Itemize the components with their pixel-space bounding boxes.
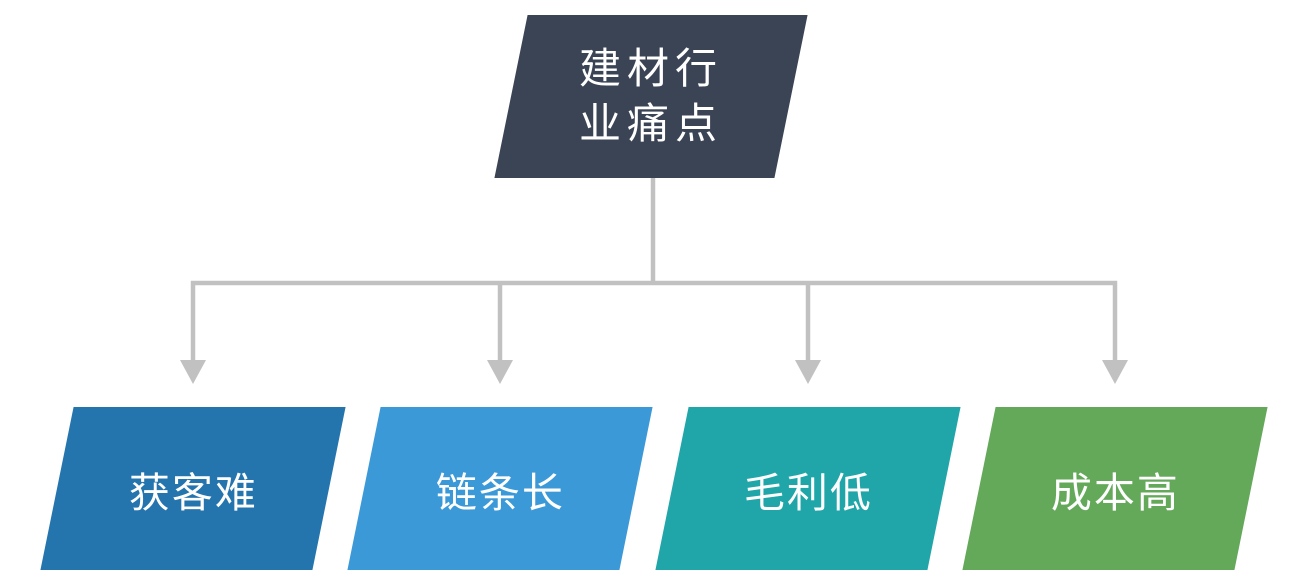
child-node-2: 链条长 xyxy=(347,407,653,570)
child-node-2-label: 链条长 xyxy=(435,469,565,516)
arrow-down-icon xyxy=(180,360,206,384)
arrow-down-icon xyxy=(487,360,513,384)
root-node-label: 建材行 业痛点 xyxy=(578,45,723,148)
child-node-4-label: 成本高 xyxy=(1050,469,1180,516)
child-node-1-label: 获客难 xyxy=(128,469,258,516)
arrow-down-icon xyxy=(795,360,821,384)
child-node-4: 成本高 xyxy=(962,407,1268,570)
root-node: 建材行 业痛点 xyxy=(494,15,808,178)
arrowheads xyxy=(180,360,1128,384)
child-node-3-label: 毛利低 xyxy=(743,469,873,516)
child-node-3: 毛利低 xyxy=(655,407,961,570)
arrow-down-icon xyxy=(1102,360,1128,384)
child-node-1: 获客难 xyxy=(40,407,346,570)
connector-path xyxy=(190,178,1118,362)
